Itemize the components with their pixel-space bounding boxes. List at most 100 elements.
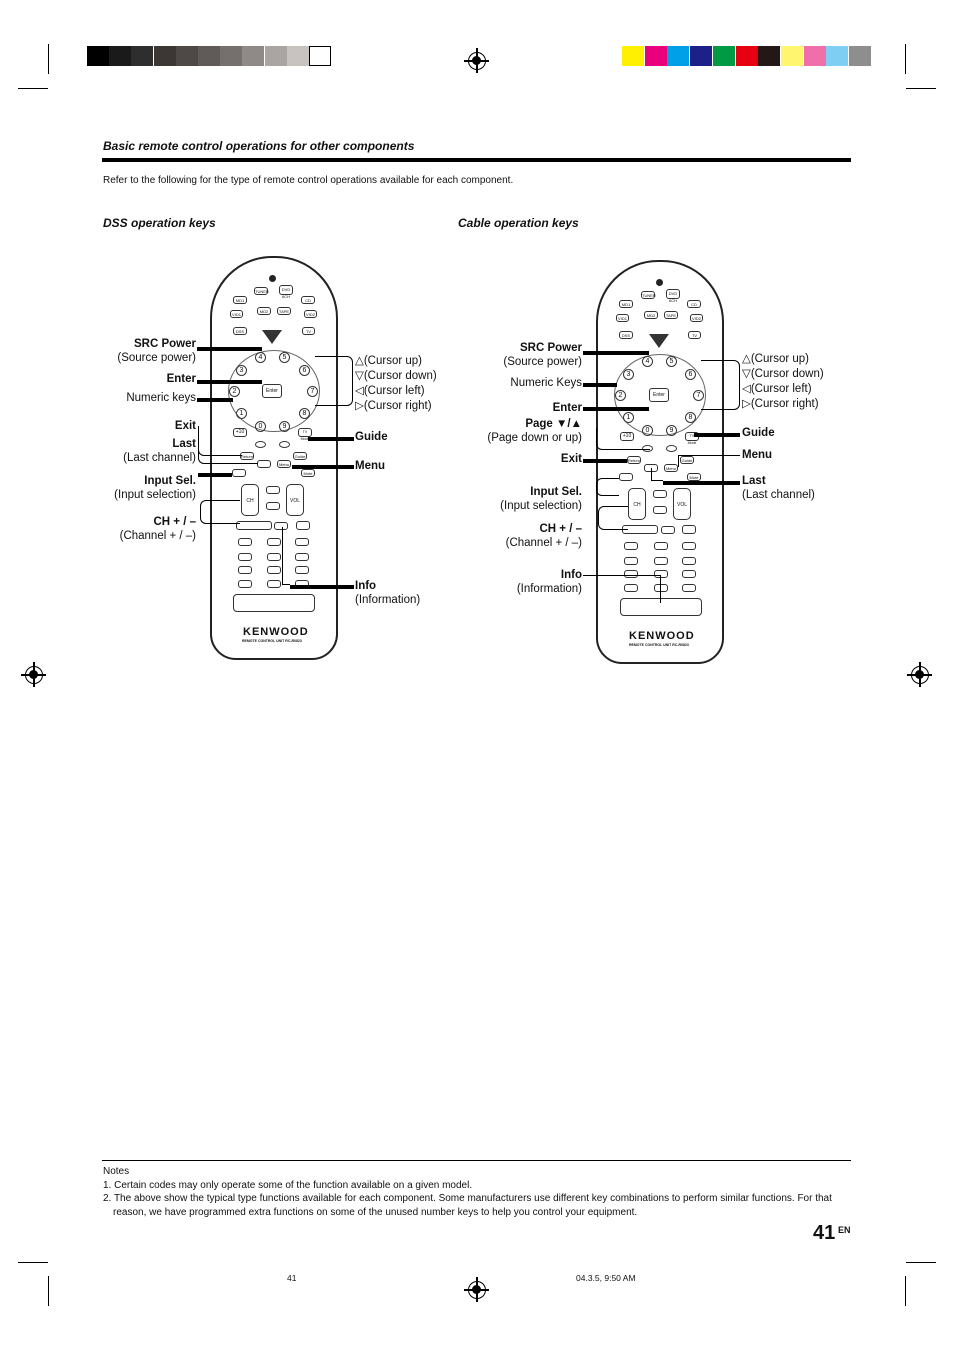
md2-button: MD2: [644, 311, 658, 319]
number-6-button: 6: [685, 369, 696, 380]
number-8-button: 8: [685, 412, 696, 423]
leader-line: [583, 407, 649, 411]
tv-mode-button: TV Mode: [298, 428, 312, 441]
leader-line: [308, 437, 354, 441]
vid2-button: VID2: [690, 314, 703, 322]
kenwood-logo: KENWOOD: [243, 626, 309, 638]
leader-line: [598, 506, 628, 530]
crop-mark: [18, 88, 48, 89]
dss-numeric-label: Numeric keys: [126, 392, 196, 404]
page-number: 41: [813, 1222, 836, 1244]
color-swatch: [622, 46, 644, 66]
intro-text: Refer to the following for the type of r…: [103, 175, 514, 186]
enter-button: Enter: [262, 384, 282, 398]
sound-button: [653, 506, 667, 514]
model-label: REMOTE CONTROL UNIT RC-R0823: [242, 639, 302, 643]
crop-mark: [905, 44, 906, 74]
gray-swatch: [220, 46, 243, 66]
tv-button: TV: [302, 327, 315, 335]
leader-line: [315, 356, 353, 406]
pause-button: [238, 553, 252, 561]
number-1-button: 1: [236, 408, 247, 419]
leader-line: [596, 478, 619, 496]
leader-line: [290, 585, 354, 589]
leader-line: [651, 468, 663, 481]
ch-rocker: CH: [241, 484, 259, 516]
band-button: [296, 521, 310, 530]
model-label: REMOTE CONTROL UNIT RC-R0823: [629, 643, 689, 647]
cable-src-power-label: SRC Power(Source power): [503, 342, 582, 368]
dss-input-sel-label: Input Sel.(Input selection): [114, 475, 196, 501]
number-6-button: 6: [299, 365, 310, 376]
gray-swatch: [109, 46, 132, 66]
tape-button: TAPE: [664, 311, 678, 319]
number-2-button: 2: [229, 386, 240, 397]
crop-mark: [48, 1276, 49, 1306]
dss-button: DSS: [233, 327, 247, 335]
reverse-button: [267, 566, 281, 574]
stop-button: [267, 553, 281, 561]
page-down-button: [255, 441, 266, 448]
info-button: [661, 526, 675, 534]
cable-info-label: Info(Information): [516, 569, 582, 595]
page-language: EN: [838, 1225, 851, 1235]
leader-line: [583, 351, 649, 355]
crop-mark: [48, 44, 49, 74]
return-button: Return: [627, 456, 641, 464]
gray-swatch: [198, 46, 220, 66]
leader-line: [200, 500, 240, 524]
leader-line: [198, 445, 258, 464]
eject-button: [624, 584, 638, 592]
number-5-button: 5: [279, 352, 290, 363]
return-button: Return: [240, 452, 254, 460]
enter-button: Enter: [649, 388, 669, 402]
input-sel-button: [232, 469, 246, 477]
cable-enter-label: Enter: [552, 402, 582, 414]
footer-page: 41: [287, 1273, 297, 1283]
gray-swatch: [242, 46, 265, 66]
src-power-button: [649, 334, 669, 348]
src-power-button: [262, 330, 282, 344]
gray-swatch: [286, 46, 309, 66]
number-7-button: 7: [307, 386, 318, 397]
dss-guide-label: Guide: [355, 431, 388, 443]
mute-button: Mute: [687, 473, 701, 481]
number-2-button: 2: [615, 390, 626, 401]
color-swatch: [644, 46, 667, 66]
listen-mode-button: [295, 566, 309, 574]
leader-line: [583, 383, 617, 387]
vol-rocker: VOL: [673, 488, 691, 520]
color-swatch: [758, 46, 781, 66]
ff-button: [295, 538, 309, 546]
number-9-button: 9: [279, 421, 290, 432]
dss-src-power-label: SRC Power(Source power): [117, 338, 196, 364]
dss-last-label: Last(Last channel): [123, 438, 196, 464]
page-up-button: [279, 441, 290, 448]
cd-button: CD: [301, 296, 315, 304]
number-3-button: 3: [236, 365, 247, 376]
dss-heading: DSS operation keys: [103, 216, 216, 230]
section-title: Basic remote control operations for othe…: [103, 139, 415, 153]
md2-button: MD2: [257, 307, 271, 315]
tape-button: TAPE: [277, 307, 291, 315]
dss-menu-label: Menu: [355, 460, 386, 472]
cable-ch-label: CH + / –(Channel + / –): [505, 523, 582, 549]
gray-swatch: [175, 46, 198, 66]
notes-rule: [102, 1160, 851, 1161]
record-button: [682, 557, 696, 565]
number-4-button: 4: [642, 356, 653, 367]
color-swatch: [826, 46, 849, 66]
leader-line: [292, 465, 354, 469]
md1-button: MD1: [619, 300, 633, 308]
color-swatch: [849, 46, 871, 66]
dss-exit-label: Exit: [174, 420, 196, 432]
guide-button: Guide: [680, 456, 694, 464]
dss-cursor-labels: △(Cursor up) ▽(Cursor down) ◁(Cursor lef…: [355, 355, 437, 412]
rew-button: [624, 542, 638, 550]
menu-button: Menu: [277, 460, 291, 468]
play-pause-button: [654, 542, 668, 550]
mute-button: Mute: [301, 469, 315, 477]
registration-mark: [907, 662, 932, 687]
tv-button: TV: [688, 331, 701, 339]
leader-line: [701, 360, 740, 410]
